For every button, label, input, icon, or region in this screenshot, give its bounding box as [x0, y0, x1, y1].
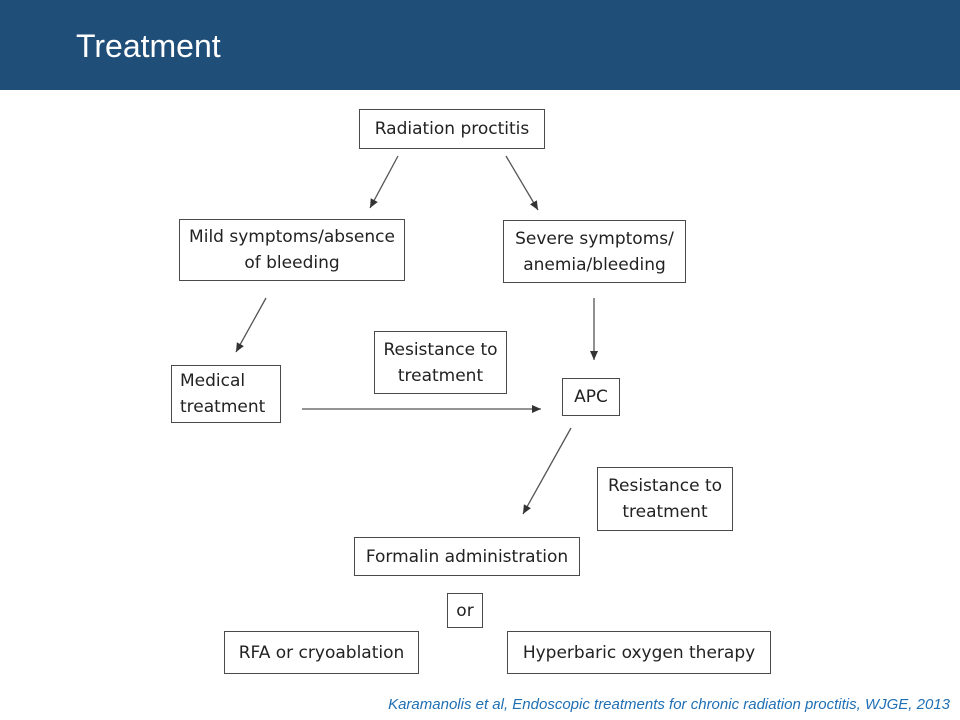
- header-bar: Treatment: [0, 0, 960, 90]
- node-hyperbaric: Hyperbaric oxygen therapy: [507, 631, 771, 674]
- node-rfa: RFA or cryoablation: [224, 631, 419, 674]
- node-or: or: [447, 593, 483, 628]
- arrow-apc-to-formalin: [522, 427, 572, 515]
- node-resistance-1: Resistance to treatment: [374, 331, 507, 394]
- arrow-radiation-to-mild: [369, 155, 399, 209]
- arrow-mild-to-medical: [235, 297, 267, 353]
- node-apc: APC: [562, 378, 620, 416]
- node-severe-symptoms: Severe symptoms/ anemia/bleeding: [503, 220, 686, 283]
- node-mild-symptoms: Mild symptoms/absence of bleeding: [179, 219, 405, 281]
- node-medical-treatment: Medical treatment: [171, 365, 281, 423]
- node-formalin: Formalin administration: [354, 537, 580, 576]
- node-resistance-2: Resistance to treatment: [597, 467, 733, 531]
- arrow-radiation-to-severe: [505, 155, 539, 211]
- node-radiation-proctitis: Radiation proctitis: [359, 109, 545, 149]
- citation: Karamanolis et al, Endoscopic treatments…: [388, 696, 950, 713]
- page-title: Treatment: [76, 28, 221, 64]
